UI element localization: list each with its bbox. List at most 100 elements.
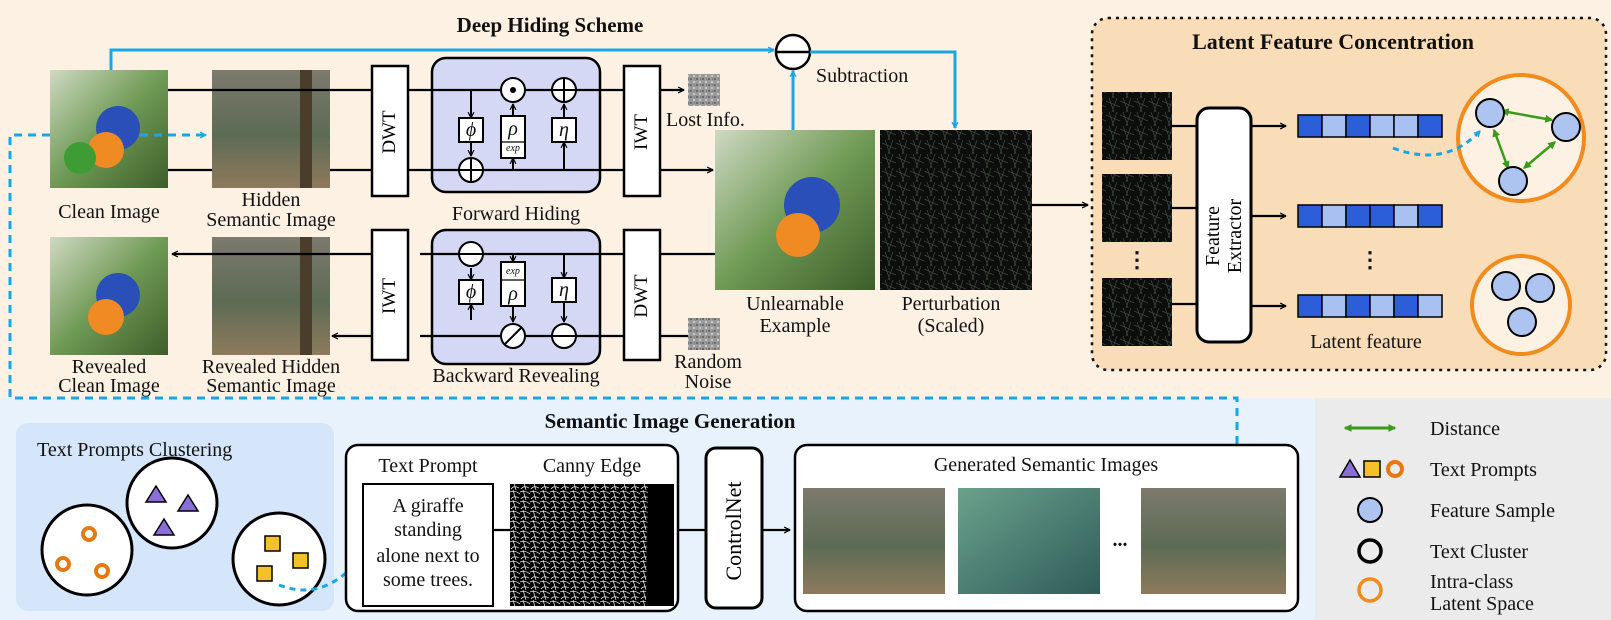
orange-ring-prompts: [55, 526, 110, 579]
dwt-box-backward: [622, 228, 662, 362]
text-prompt-label: Text Prompt: [378, 455, 478, 477]
clean-to-subtraction-arrow: [109, 50, 774, 70]
rho-label: ρ: [508, 283, 518, 305]
canny-pole: [646, 484, 674, 606]
subtraction-to-perturbation-arrow: [810, 50, 955, 128]
hidden-semantic-image: [212, 70, 330, 188]
eta-label: η: [559, 119, 569, 141]
feature-map: [1102, 92, 1172, 160]
text-cluster-circle: [231, 511, 327, 607]
generated-image-2: [958, 488, 1100, 594]
iwt-forward-label: IWT: [631, 114, 652, 150]
clean-image-label: Clean Image: [58, 201, 160, 223]
bird-chest-shape: [776, 213, 820, 257]
feature-extractor-label-1: Feature: [1202, 206, 1224, 266]
feature-sample-icon: [1357, 497, 1383, 523]
iwt-box-forward: [622, 64, 662, 198]
dwt-box-forward: [370, 64, 410, 198]
feature-sample-dot: [1525, 273, 1555, 303]
unlearnable-label-2: Example: [759, 315, 831, 337]
slash-glyph: [504, 327, 522, 345]
generated-images-label: Generated Semantic Images: [933, 454, 1159, 476]
eta-box: [551, 277, 577, 303]
legend-intra-class-label-1: Intra-class: [1430, 571, 1514, 593]
feature-sample-dot: [1551, 112, 1581, 142]
controlnet-label: ControlNet: [721, 481, 746, 581]
rho-box: [500, 261, 526, 307]
forward-hiding-label: Forward Hiding: [451, 203, 581, 225]
eta-label: η: [559, 279, 569, 301]
cluster-to-prompt-arrow: [278, 545, 372, 592]
controlnet-box: [704, 446, 764, 610]
plus-glyph: [459, 158, 483, 182]
distance-arrow: [1500, 108, 1554, 123]
eta-box: [551, 117, 577, 143]
dot-glyph: [510, 87, 516, 93]
generated-to-hidden-dashed-line: [8, 133, 1239, 485]
pole-shape: [300, 70, 312, 188]
triangle-icon: [1338, 458, 1362, 478]
phi-label: ϕ: [465, 119, 477, 141]
legend-distance-label: Distance: [1430, 418, 1500, 440]
feature-sample-dot: [1491, 271, 1521, 301]
random-noise-label-1: Random: [674, 351, 742, 373]
legend-text-cluster-label: Text Cluster: [1430, 541, 1529, 563]
feature-extractor-box: [1195, 106, 1253, 344]
feature-sample-dot: [1507, 307, 1537, 337]
plus-glyph: [552, 78, 576, 102]
horizontal-ellipsis: ...: [1112, 529, 1128, 551]
legend-feature-sample-label: Feature Sample: [1430, 500, 1555, 522]
text-cluster-circle: [40, 503, 134, 597]
phi-label: ϕ: [465, 281, 477, 303]
feature-extractor-label: Feature Extractor: [1202, 191, 1246, 281]
iwt-backward-label: IWT: [379, 278, 400, 314]
feature-extractor-label-2: Extractor: [1224, 198, 1246, 274]
bird-wing-shape: [64, 142, 96, 174]
deep-hiding-title: Deep Hiding Scheme: [456, 13, 644, 37]
semantic-generation-title: Semantic Image Generation: [544, 409, 796, 433]
text-cluster-icon: [1357, 538, 1383, 564]
random-noise-image: [688, 318, 720, 350]
subtraction-label: Subtraction: [816, 65, 909, 87]
revealed-hidden-label-2: Semantic Image: [206, 375, 336, 397]
feature-map: [1102, 174, 1172, 242]
pole-shape: [300, 237, 312, 355]
revealed-hidden-label-1: Revealed Hidden: [201, 356, 341, 378]
hidden-semantic-label-2: Semantic Image: [206, 209, 336, 231]
feature-sample-dot: [1498, 166, 1528, 196]
canny-edge-label: Canny Edge: [542, 455, 642, 477]
vertical-dots: ⋮: [1126, 247, 1148, 272]
iwt-box-backward: [370, 228, 410, 362]
backward-revealing-label: Backward Revealing: [432, 365, 600, 387]
generated-image-1: [803, 488, 945, 594]
lost-info-image: [688, 74, 720, 106]
vertical-dots: ⋮: [1359, 247, 1381, 272]
revealed-clean-label-2: Clean Image: [58, 375, 160, 397]
lost-info-label: Lost Info.: [666, 109, 745, 131]
bird-chest-shape: [88, 132, 124, 168]
random-noise-label-2: Noise: [684, 371, 732, 393]
perturbation-image: [880, 130, 1032, 290]
square-prompts: [256, 535, 309, 582]
pull-arrow: [1392, 131, 1482, 157]
latent-concentration-title: Latent Feature Concentration: [1192, 29, 1474, 54]
feature-vector: [1297, 204, 1443, 228]
perturbation-label-2: (Scaled): [917, 315, 985, 337]
revealed-clean-label-1: Revealed: [71, 356, 147, 378]
feature-map: [1102, 278, 1172, 346]
distance-arrow: [1522, 141, 1557, 169]
prompt-line-1: A giraffe: [392, 495, 464, 517]
unlearnable-label-1: Unlearnable: [746, 293, 844, 315]
legend-text-prompts-label: Text Prompts: [1430, 459, 1537, 481]
dwt-backward-label: DWT: [631, 274, 652, 318]
rho-label: ρ: [508, 118, 518, 140]
text-cluster-circle: [125, 456, 219, 550]
prompt-line-4: some trees.: [383, 569, 473, 591]
feature-vector: [1297, 114, 1443, 138]
prompt-line-2: standing: [394, 519, 462, 541]
dwt-forward-label: DWT: [379, 110, 400, 154]
exp-label: exp: [506, 266, 520, 277]
generated-image-3: [1141, 488, 1286, 594]
bird-chest-shape: [88, 299, 124, 335]
